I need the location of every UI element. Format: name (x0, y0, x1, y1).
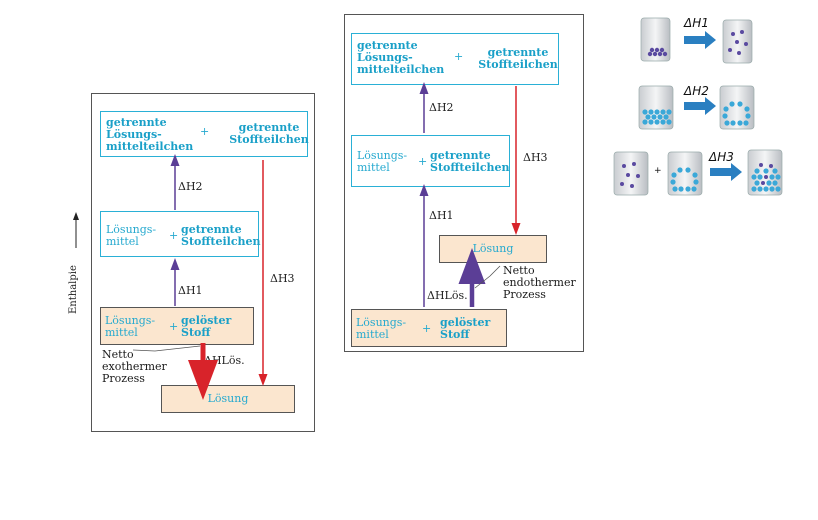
net-process-note: Netto exothermer Prozess (102, 348, 167, 385)
solvent-label: Lösungs-mittel (356, 316, 407, 341)
plus-sign: + (422, 322, 432, 335)
separated-solute-particles (620, 162, 640, 188)
separated-solvent-particles (670, 167, 699, 192)
net-process-note: Netto endothermer Prozess (503, 264, 576, 301)
delta-h3-icon-label: ΔH3 (709, 150, 734, 164)
delta-h1-icon-label: ΔH1 (684, 16, 709, 30)
right-note-leader (474, 265, 501, 289)
beaker-separated-solute (613, 151, 649, 196)
plus-sign: + (418, 155, 428, 168)
beaker-solvent-separated (719, 85, 755, 130)
left-note-leader (132, 345, 201, 352)
delta-h1-label: ΔH1 (429, 209, 454, 222)
separated-solvent-label: getrennte Lösungs-mittelteilchen (357, 39, 445, 76)
solvent-solute-box: Lösungs-mittel + gelöster Stoff (351, 309, 507, 347)
endothermic-diagram: getrennte Lösungs-mittelteilchen + getre… (344, 14, 584, 352)
solvent-particles (642, 109, 672, 125)
delta-h2-label: ΔH2 (429, 101, 454, 114)
arrow-right-icon (684, 97, 716, 115)
solvent-solute-box: Lösungs-mittel + gelöster Stoff (100, 307, 254, 345)
separated-particles-box: getrennte Lösungs-mittelteilchen + getre… (351, 33, 559, 85)
separated-solute-label: getrennte Stoffteilchen (229, 121, 309, 146)
plus-sign: + (654, 166, 662, 176)
delta-h2-icon-label: ΔH2 (684, 84, 709, 98)
solute-label: gelöster Stoff (440, 316, 491, 341)
delta-h3-label: ΔH3 (270, 272, 295, 285)
plus-sign: + (169, 229, 179, 242)
solvent-separated-particles (722, 101, 751, 126)
beaker-separated-solvent (667, 151, 703, 196)
delta-h1-label: ΔH1 (178, 284, 203, 297)
solvent-separated-solute-box: Lösungs-mittel + getrennte Stoffteilchen (351, 135, 510, 187)
arrow-right-icon (684, 31, 716, 49)
plus-sign: + (454, 50, 464, 63)
solute-separated-particles (728, 30, 748, 55)
separated-solute-label: getrennte Stoffteilchen (181, 223, 261, 248)
arrow-right-icon (710, 163, 742, 181)
solvent-label: Lösungs-mittel (105, 314, 156, 339)
solution-box: Lösung (439, 235, 547, 263)
separated-particles-box: getrennte Lösungs-mittelteilchen + getre… (100, 111, 309, 157)
exothermic-diagram: getrennte Lösungs-mittelteilchen + getre… (91, 93, 315, 432)
solute-solid-particles (647, 47, 668, 57)
solute-label: gelöster Stoff (181, 314, 232, 339)
plus-sign: + (169, 320, 179, 333)
solution-particles (751, 163, 781, 192)
solvent-label: Lösungs-mittel (106, 223, 157, 248)
solvent-separated-solute-box: Lösungs-mittel + getrennte Stoffteilchen (100, 211, 261, 257)
delta-h-solution-label: ΔHLös. (427, 289, 468, 302)
separated-solute-label: getrennte Stoffteilchen (478, 46, 558, 71)
separated-solute-label: getrennte Stoffteilchen (430, 149, 510, 174)
delta-h3-label: ΔH3 (523, 151, 548, 164)
solvent-label: Lösungs-mittel (357, 149, 408, 174)
separated-solvent-label: getrennte Lösungs-mittelteilchen (106, 116, 194, 153)
plus-sign: + (200, 125, 210, 138)
delta-h2-label: ΔH2 (178, 180, 203, 193)
